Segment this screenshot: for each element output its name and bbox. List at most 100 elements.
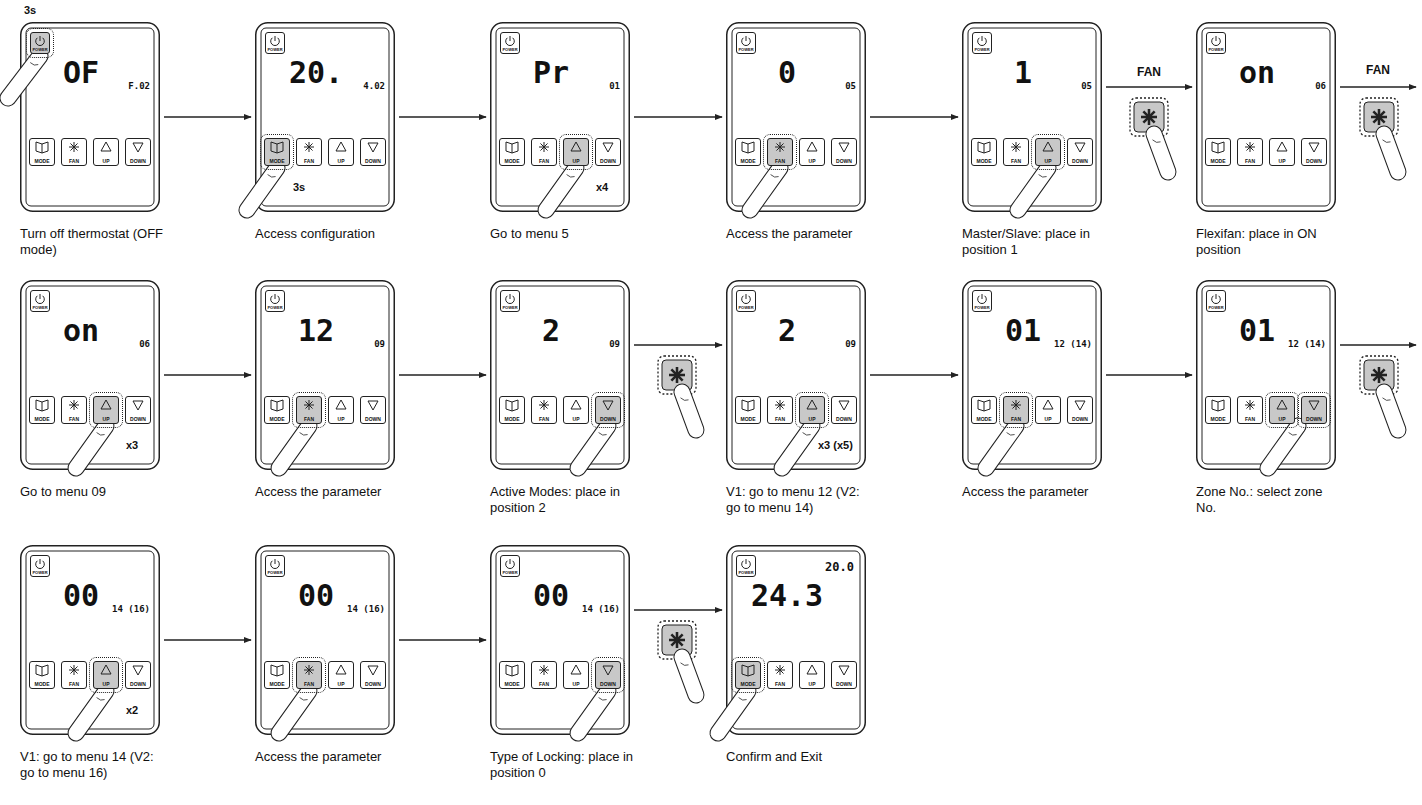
press-count-label: x4 (596, 182, 608, 193)
fan-icon (297, 663, 321, 677)
control-button: UP (93, 138, 119, 166)
thermostat-panel: 0112 (14)Zone No.: select zone No.POWERM… (1196, 280, 1336, 470)
down-icon (1302, 140, 1326, 154)
fan-icon (532, 140, 556, 154)
button-label: DOWN (126, 159, 150, 164)
mode-icon (500, 140, 524, 154)
button-label: MODE (736, 417, 760, 422)
down-icon (1302, 398, 1326, 412)
control-button: DOWN (360, 661, 386, 689)
step-caption: Master/Slave: place in position 1 (962, 226, 1112, 257)
mode-icon (30, 140, 54, 154)
button-label: UP (329, 682, 353, 687)
display-digits: 24.3 (726, 581, 848, 611)
step-arrow (1106, 86, 1192, 88)
power-icon (31, 557, 49, 571)
control-button: DOWN (125, 138, 151, 166)
fan-icon (532, 663, 556, 677)
button-label: DOWN (1068, 159, 1092, 164)
down-icon (126, 140, 150, 154)
control-button: POWER (1206, 290, 1226, 312)
button-label: MODE (500, 159, 524, 164)
control-button: DOWN (831, 138, 857, 166)
mode-icon (500, 663, 524, 677)
up-icon (94, 663, 118, 677)
control-button: MODE (29, 396, 55, 424)
pressing-finger (1153, 134, 1168, 172)
display-indicator: 14 (16) (112, 605, 150, 614)
button-label: DOWN (596, 159, 620, 164)
up-icon (800, 140, 824, 154)
step-arrow (164, 639, 251, 641)
button-label: MODE (30, 417, 54, 422)
down-icon (361, 398, 385, 412)
step-caption: V1: go to menu 12 (V2: go to menu 14) (726, 484, 876, 515)
up-icon (564, 663, 588, 677)
button-label: POWER (31, 306, 49, 310)
step-caption: Confirm and Exit (726, 749, 876, 765)
pressing-finger (279, 691, 309, 733)
pressing-finger (76, 426, 106, 468)
button-label: UP (329, 159, 353, 164)
button-label: POWER (31, 571, 49, 575)
thermostat-panel: 0014 (16)V1: go to menu 14 (V2: go to me… (20, 545, 160, 735)
step-arrow (870, 116, 958, 118)
step-caption: Go to menu 09 (20, 484, 170, 500)
control-button: UP (563, 661, 589, 689)
fan-icon (1004, 398, 1028, 412)
up-icon (564, 140, 588, 154)
button-label: MODE (500, 417, 524, 422)
control-button: FAN (1237, 138, 1263, 166)
button-label: DOWN (126, 417, 150, 422)
control-button: FAN (1003, 138, 1029, 166)
button-label: FAN (532, 682, 556, 687)
control-button: POWER (736, 32, 756, 54)
control-button: FAN (1237, 396, 1263, 424)
pressing-finger (546, 168, 576, 210)
button-label: POWER (973, 306, 991, 310)
button-label: POWER (737, 306, 755, 310)
fan-icon (62, 398, 86, 412)
control-button: MODE (971, 138, 997, 166)
step-caption: Access the parameter (962, 484, 1112, 500)
mode-icon (265, 663, 289, 677)
thermostat-panel: 0112 (14)Access the parameterPOWERMODEFA… (962, 280, 1102, 470)
control-button: MODE (29, 138, 55, 166)
button-label: MODE (500, 682, 524, 687)
display-indicator: 12 (14) (1288, 340, 1326, 349)
control-button: POWER (265, 290, 285, 312)
button-label: MODE (736, 159, 760, 164)
display-digits: 0 (726, 58, 848, 88)
continuation-arrow (1340, 344, 1416, 346)
control-button: POWER (1206, 32, 1226, 54)
step-arrow (164, 116, 251, 118)
control-button: FAN (531, 138, 557, 166)
down-icon (361, 140, 385, 154)
button-label: UP (329, 417, 353, 422)
control-button: MODE (499, 396, 525, 424)
power-icon (973, 34, 991, 48)
power-icon (31, 292, 49, 306)
power-icon (501, 557, 519, 571)
thermostat-panel: 0014 (16)Type of Locking: place in posit… (490, 545, 630, 735)
control-button: DOWN (831, 661, 857, 689)
pressing-finger (279, 426, 309, 468)
mode-icon (736, 140, 760, 154)
fan-icon (62, 140, 86, 154)
control-button: FAN (531, 661, 557, 689)
control-button: UP (1269, 396, 1295, 424)
up-icon (1270, 398, 1294, 412)
up-icon (94, 398, 118, 412)
button-label: FAN (532, 417, 556, 422)
power-icon (266, 557, 284, 571)
control-button: DOWN (595, 138, 621, 166)
thermostat-panel: 1209Access the parameterPOWERMODEFANUPDO… (255, 280, 395, 470)
press-count-label: x3 (126, 440, 138, 451)
button-label: UP (1270, 159, 1294, 164)
display-digits: 20. (255, 58, 377, 88)
button-label: FAN (297, 159, 321, 164)
up-icon (1036, 140, 1060, 154)
button-label: UP (1036, 159, 1060, 164)
thermostat-panel: 005Access the parameterPOWERMODEFANUPDOW… (726, 22, 866, 212)
power-icon (1207, 34, 1225, 48)
